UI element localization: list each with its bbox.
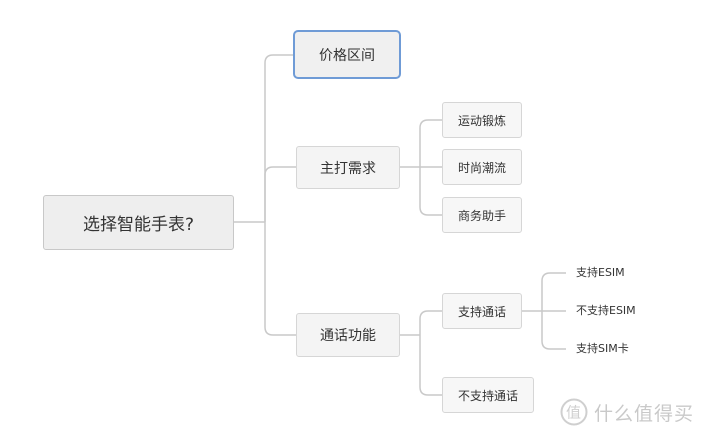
watermark-text: 什么值得买	[593, 402, 694, 425]
connector-to-calls	[264, 222, 296, 336]
leaf-no-esim[interactable]: 不支持ESIM	[576, 304, 636, 317]
connector-to-price	[264, 54, 293, 222]
root-node[interactable]: 选择智能手表?	[43, 195, 234, 250]
leaf-supports-sim[interactable]: 支持SIM卡	[576, 342, 629, 355]
node-sports[interactable]: 运动锻炼	[442, 102, 522, 138]
leaf-supports-esim[interactable]: 支持ESIM	[576, 266, 625, 279]
connector-leaf-1	[541, 272, 566, 311]
connector-calls-2	[419, 335, 442, 396]
connector-to-needs	[264, 166, 296, 222]
node-main-needs[interactable]: 主打需求	[296, 146, 400, 189]
watermark: 值 什么值得买	[560, 398, 694, 426]
zhi-logo-icon: 值	[560, 398, 588, 426]
connector-leaf-3	[541, 311, 566, 350]
node-fashion[interactable]: 时尚潮流	[442, 149, 522, 185]
svg-text:值: 值	[566, 404, 582, 422]
node-price-range[interactable]: 价格区间	[293, 30, 401, 79]
node-supports-calls[interactable]: 支持通话	[442, 293, 522, 329]
connector-calls-1	[419, 310, 442, 335]
node-business[interactable]: 商务助手	[442, 197, 522, 233]
node-call-function[interactable]: 通话功能	[296, 313, 400, 357]
connector-needs-1	[419, 119, 442, 167]
connector-needs-3	[419, 167, 442, 216]
node-no-calls[interactable]: 不支持通话	[442, 377, 534, 413]
